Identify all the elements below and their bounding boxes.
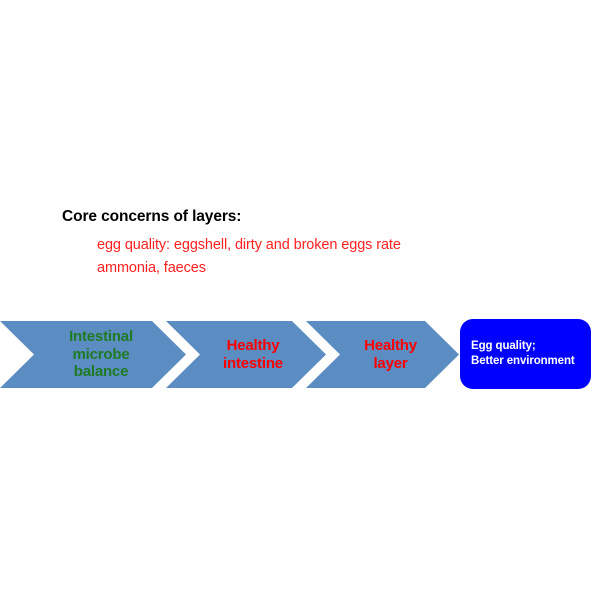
flow-outcome-box: Egg quality; Better environment [460,319,591,389]
flow-step-2-label: Healthy intestine [223,337,283,372]
list-item: egg quality: eggshell, dirty and broken … [97,237,401,253]
flow-step-3-label: Healthy layer [364,337,417,372]
concerns-text-block: Core concerns of layers: egg quality: eg… [62,207,542,280]
page-title: Core concerns of layers: [62,208,242,225]
list-item: ammonia, faeces [97,260,206,276]
flow-step-3-chevron: Healthy layer [306,321,459,388]
process-flow-diagram: Intestinal microbe balance Healthy intes… [0,321,600,389]
concerns-list: egg quality: eggshell, dirty and broken … [97,234,542,280]
flow-step-1-label: Intestinal microbe balance [69,328,133,381]
flow-step-1-chevron: Intestinal microbe balance [0,321,186,388]
flow-outcome-label: Egg quality; Better environment [471,340,575,367]
flow-step-2-chevron: Healthy intestine [166,321,326,388]
